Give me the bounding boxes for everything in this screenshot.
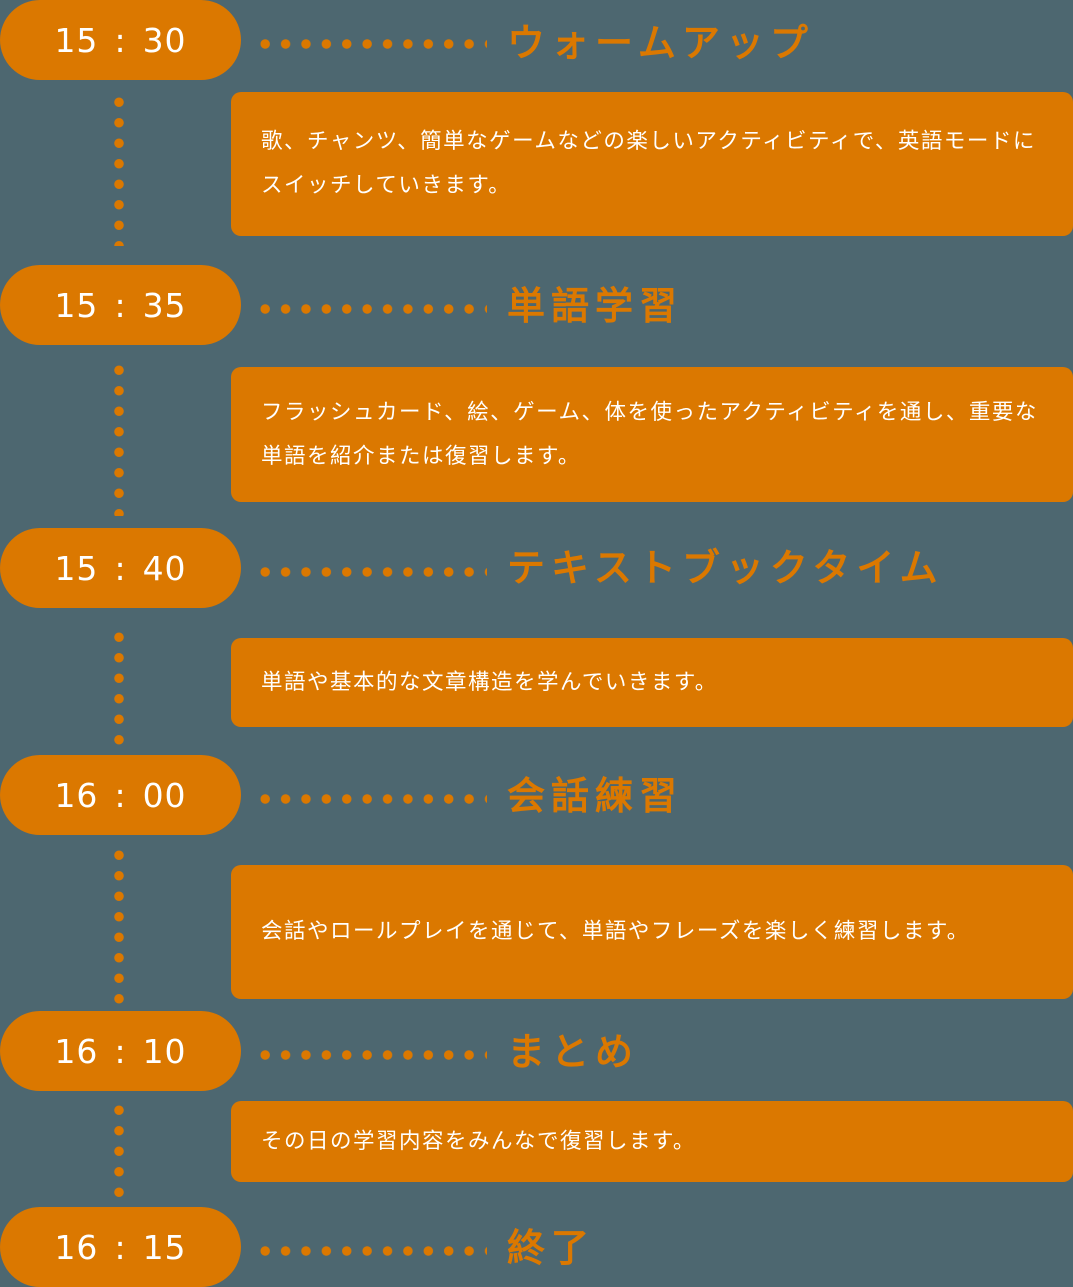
- time-minute: 15: [142, 1227, 187, 1267]
- time-minute: 35: [142, 285, 187, 325]
- time-hour: 16: [54, 1227, 99, 1267]
- dotted-leader: [255, 39, 487, 49]
- step-description: 歌、チャンツ、簡単なゲームなどの楽しいアクティビティで、英語モードにスイッチして…: [261, 129, 1036, 198]
- dotted-leader: [255, 1246, 487, 1256]
- time-hour: 16: [54, 775, 99, 815]
- time-hour: 16: [54, 1031, 99, 1071]
- step-title: 会話練習: [507, 774, 684, 818]
- timeline-connector: [114, 360, 124, 516]
- step-description: 会話やロールプレイを通じて、単語やフレーズを楽しく練習します。: [261, 919, 970, 944]
- step-description: フラッシュカード、絵、ゲーム、体を使ったアクティビティを通し、重要な単語を紹介ま…: [261, 399, 1038, 469]
- time-separator: :: [114, 1031, 127, 1071]
- time-separator: :: [114, 775, 127, 815]
- step-description: 単語や基本的な文章構造を学んでいきます。: [261, 669, 718, 695]
- step-description-box: その日の学習内容をみんなで復習します。: [231, 1101, 1073, 1182]
- time-pill-1540: 15:40: [0, 528, 241, 608]
- time-pill-1610: 16:10: [0, 1011, 241, 1091]
- dotted-leader: [255, 304, 487, 314]
- timeline-connector: [114, 92, 124, 246]
- time-pill-1535: 15:35: [0, 265, 241, 345]
- time-separator: :: [114, 1227, 127, 1267]
- time-pill-1530: 15:30: [0, 0, 241, 80]
- time-hour: 15: [54, 20, 99, 60]
- step-title: 単語学習: [507, 284, 684, 328]
- step-title: まとめ: [507, 1030, 640, 1074]
- step-title: ウォームアップ: [507, 21, 814, 65]
- step-description-box: 単語や基本的な文章構造を学んでいきます。: [231, 638, 1073, 727]
- time-minute: 00: [142, 775, 187, 815]
- time-minute: 10: [142, 1031, 187, 1071]
- step-title: 終了: [507, 1226, 596, 1270]
- timeline-connector: [114, 845, 124, 1005]
- time-minute: 30: [142, 20, 187, 60]
- step-description-box: 会話やロールプレイを通じて、単語やフレーズを楽しく練習します。: [231, 865, 1073, 999]
- time-separator: :: [114, 285, 127, 325]
- time-separator: :: [114, 548, 127, 588]
- time-minute: 40: [142, 548, 187, 588]
- dotted-leader: [255, 794, 487, 804]
- step-description-box: フラッシュカード、絵、ゲーム、体を使ったアクティビティを通し、重要な単語を紹介ま…: [231, 367, 1073, 502]
- step-title: テキストブックタイム: [507, 546, 944, 590]
- timeline-connector: [114, 1100, 124, 1200]
- time-pill-1615: 16:15: [0, 1207, 241, 1287]
- time-hour: 15: [54, 548, 99, 588]
- step-description: その日の学習内容をみんなで復習します。: [261, 1128, 696, 1154]
- dotted-leader: [255, 567, 487, 577]
- time-pill-1600: 16:00: [0, 755, 241, 835]
- time-separator: :: [114, 20, 127, 60]
- step-description-box: 歌、チャンツ、簡単なゲームなどの楽しいアクティビティで、英語モードにスイッチして…: [231, 92, 1073, 236]
- dotted-leader: [255, 1050, 487, 1060]
- time-hour: 15: [54, 285, 99, 325]
- timeline-connector: [114, 627, 124, 747]
